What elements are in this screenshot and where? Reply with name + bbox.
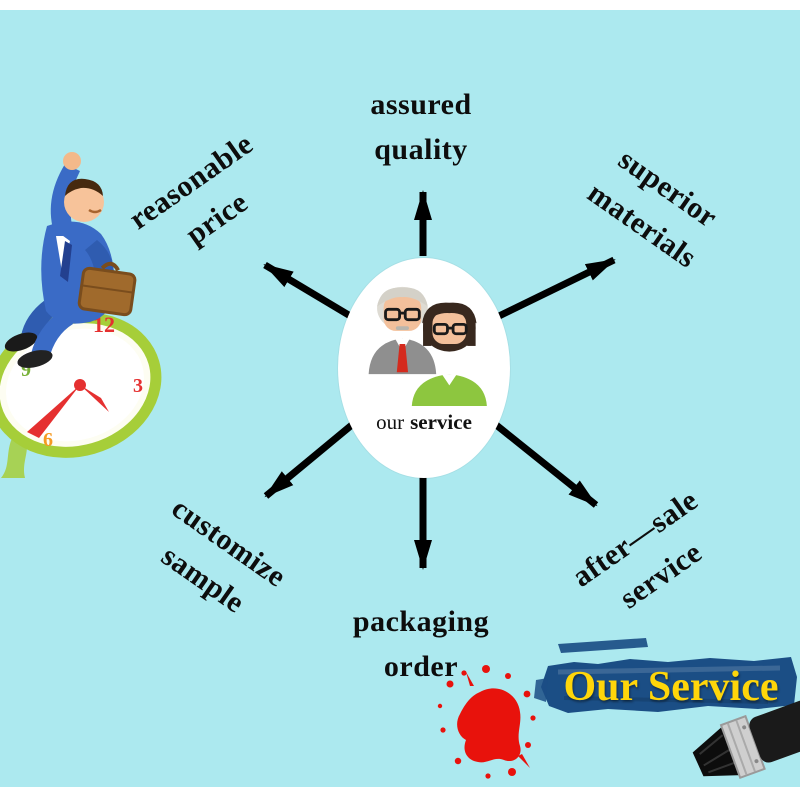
- man-figure-icon: [368, 286, 437, 375]
- top-margin: [0, 0, 800, 10]
- bottom-margin: [0, 787, 800, 800]
- arrow-down-left-icon: [263, 421, 356, 499]
- businessman-clock-illustration: 12 3 6 9: [0, 152, 162, 478]
- clock-hand-icon: [80, 385, 109, 412]
- woman-figure-icon: [411, 302, 487, 406]
- center-label-word1: our: [376, 410, 405, 434]
- arrow-up-left-icon: [263, 261, 354, 321]
- center-badge: our service: [338, 258, 510, 478]
- label-line: order: [383, 650, 459, 683]
- clock-number-9: 9: [21, 359, 31, 381]
- label-line: packaging: [352, 605, 490, 638]
- arrow-up-right-icon: [495, 256, 616, 321]
- banner-brushstroke-icon: [534, 638, 797, 713]
- label-line: assured: [370, 88, 472, 121]
- paint-splatter-icon: [437, 665, 536, 779]
- businessman-icon: [4, 152, 137, 368]
- arrow-down-right-icon: [492, 421, 599, 508]
- clock-number-3: 3: [133, 375, 143, 397]
- clock-hand-icon: [27, 385, 80, 438]
- paintbrush-icon: [692, 700, 800, 780]
- clock-number-6: 6: [43, 429, 53, 451]
- banner-title: Our Service: [563, 664, 779, 710]
- label-assured-quality: assured quality: [370, 82, 471, 172]
- center-label: our service: [376, 410, 472, 435]
- label-line: quality: [374, 133, 468, 166]
- briefcase-icon: [77, 261, 137, 317]
- label-packaging-order: packaging order: [353, 599, 489, 689]
- center-label-word2: service: [410, 410, 472, 434]
- people-icon: [368, 286, 487, 406]
